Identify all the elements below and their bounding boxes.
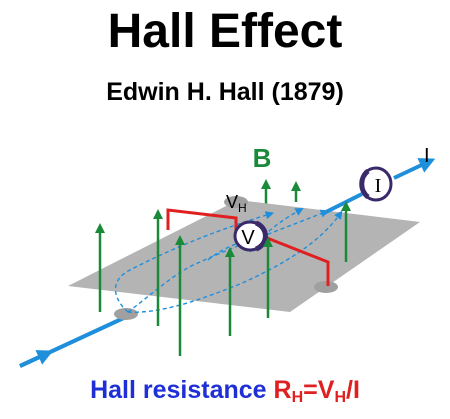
hall-voltage-wire	[166, 208, 330, 286]
current-label: I	[424, 145, 430, 167]
contact-back	[224, 196, 248, 208]
front-field-arrows	[95, 201, 351, 356]
diagram-subtitle: Edwin H. Hall (1879)	[106, 78, 344, 106]
diagram-title: Hall Effect	[107, 5, 343, 58]
current-outlet-line	[321, 192, 363, 216]
caption-formula: RH=VH/I	[273, 376, 360, 406]
caption-prefix: Hall resistance	[90, 376, 274, 404]
contact-bottom	[314, 281, 338, 293]
ammeter-label: I	[375, 175, 382, 197]
ammeter: I	[359, 166, 393, 202]
voltmeter: V	[233, 220, 268, 252]
current-inlet-arrow	[19, 350, 54, 368]
magnetic-field-label: B	[253, 143, 272, 173]
voltmeter-label: V	[241, 227, 255, 249]
current-outlet-arrow	[393, 158, 436, 180]
hall-resistance-caption: Hall resistance RH=VH/I	[0, 376, 450, 407]
contact-left	[114, 308, 138, 320]
hall-plate	[68, 200, 420, 312]
hall-voltage-label: VH	[226, 192, 247, 215]
